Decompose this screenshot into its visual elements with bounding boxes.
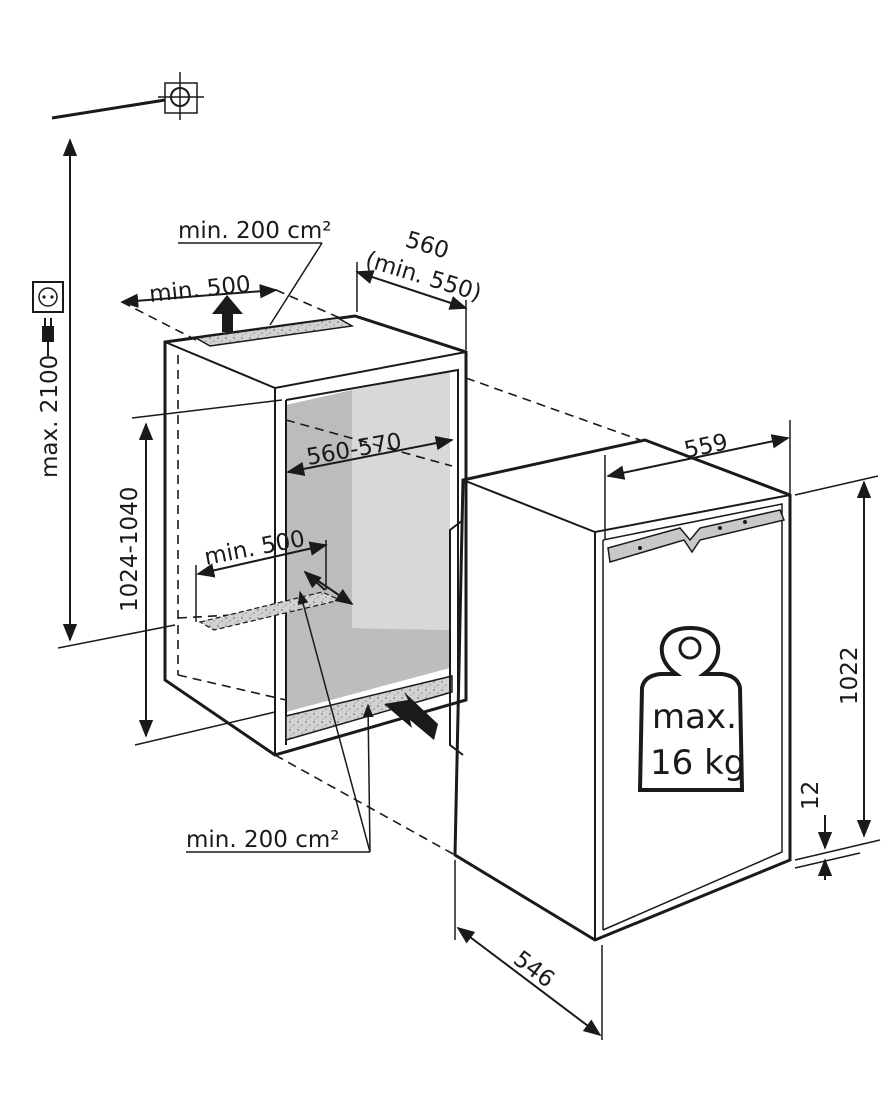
weight-icon (637, 625, 745, 792)
appliance-height-label: 1022 (837, 646, 863, 705)
plinth-gap-dimension (794, 815, 861, 880)
vent-top-area-label: min. 200 cm² (178, 218, 331, 244)
appliance-depth-dimension (454, 860, 603, 1040)
vent-top-dimension (120, 242, 341, 341)
niche-width-dimension (286, 436, 454, 476)
max-load-line2: 16 kg (650, 743, 745, 783)
appliance (449, 438, 792, 942)
max-load-line1: max. (652, 697, 737, 737)
power-plug-icon (42, 318, 54, 356)
vent-bottom-area-label: min. 200 cm² (186, 827, 339, 853)
appliance-width-label: 559 (682, 429, 730, 464)
max-height-label: max. 2100 (37, 355, 63, 478)
vent-top-width-label: min. 500 (148, 271, 252, 308)
niche-depth-dimension (355, 262, 468, 350)
max-height-dimension (51, 98, 176, 649)
arrow-in-icon (384, 692, 438, 740)
alignment-lines (274, 377, 641, 856)
niche-height-label: 1024-1040 (117, 487, 143, 612)
crosshair-icon (158, 72, 204, 120)
appliance-width-dimension (604, 420, 791, 540)
power-socket-icon (32, 281, 64, 313)
vent-bottom-dimension (195, 540, 354, 622)
niche-height-dimension (131, 399, 283, 746)
appliance-height-dimension (794, 475, 881, 861)
plinth-gap-label: 12 (798, 781, 824, 810)
vent-bottom-area-leader (186, 590, 374, 853)
top-vent (193, 317, 355, 347)
control-panel (607, 509, 786, 563)
